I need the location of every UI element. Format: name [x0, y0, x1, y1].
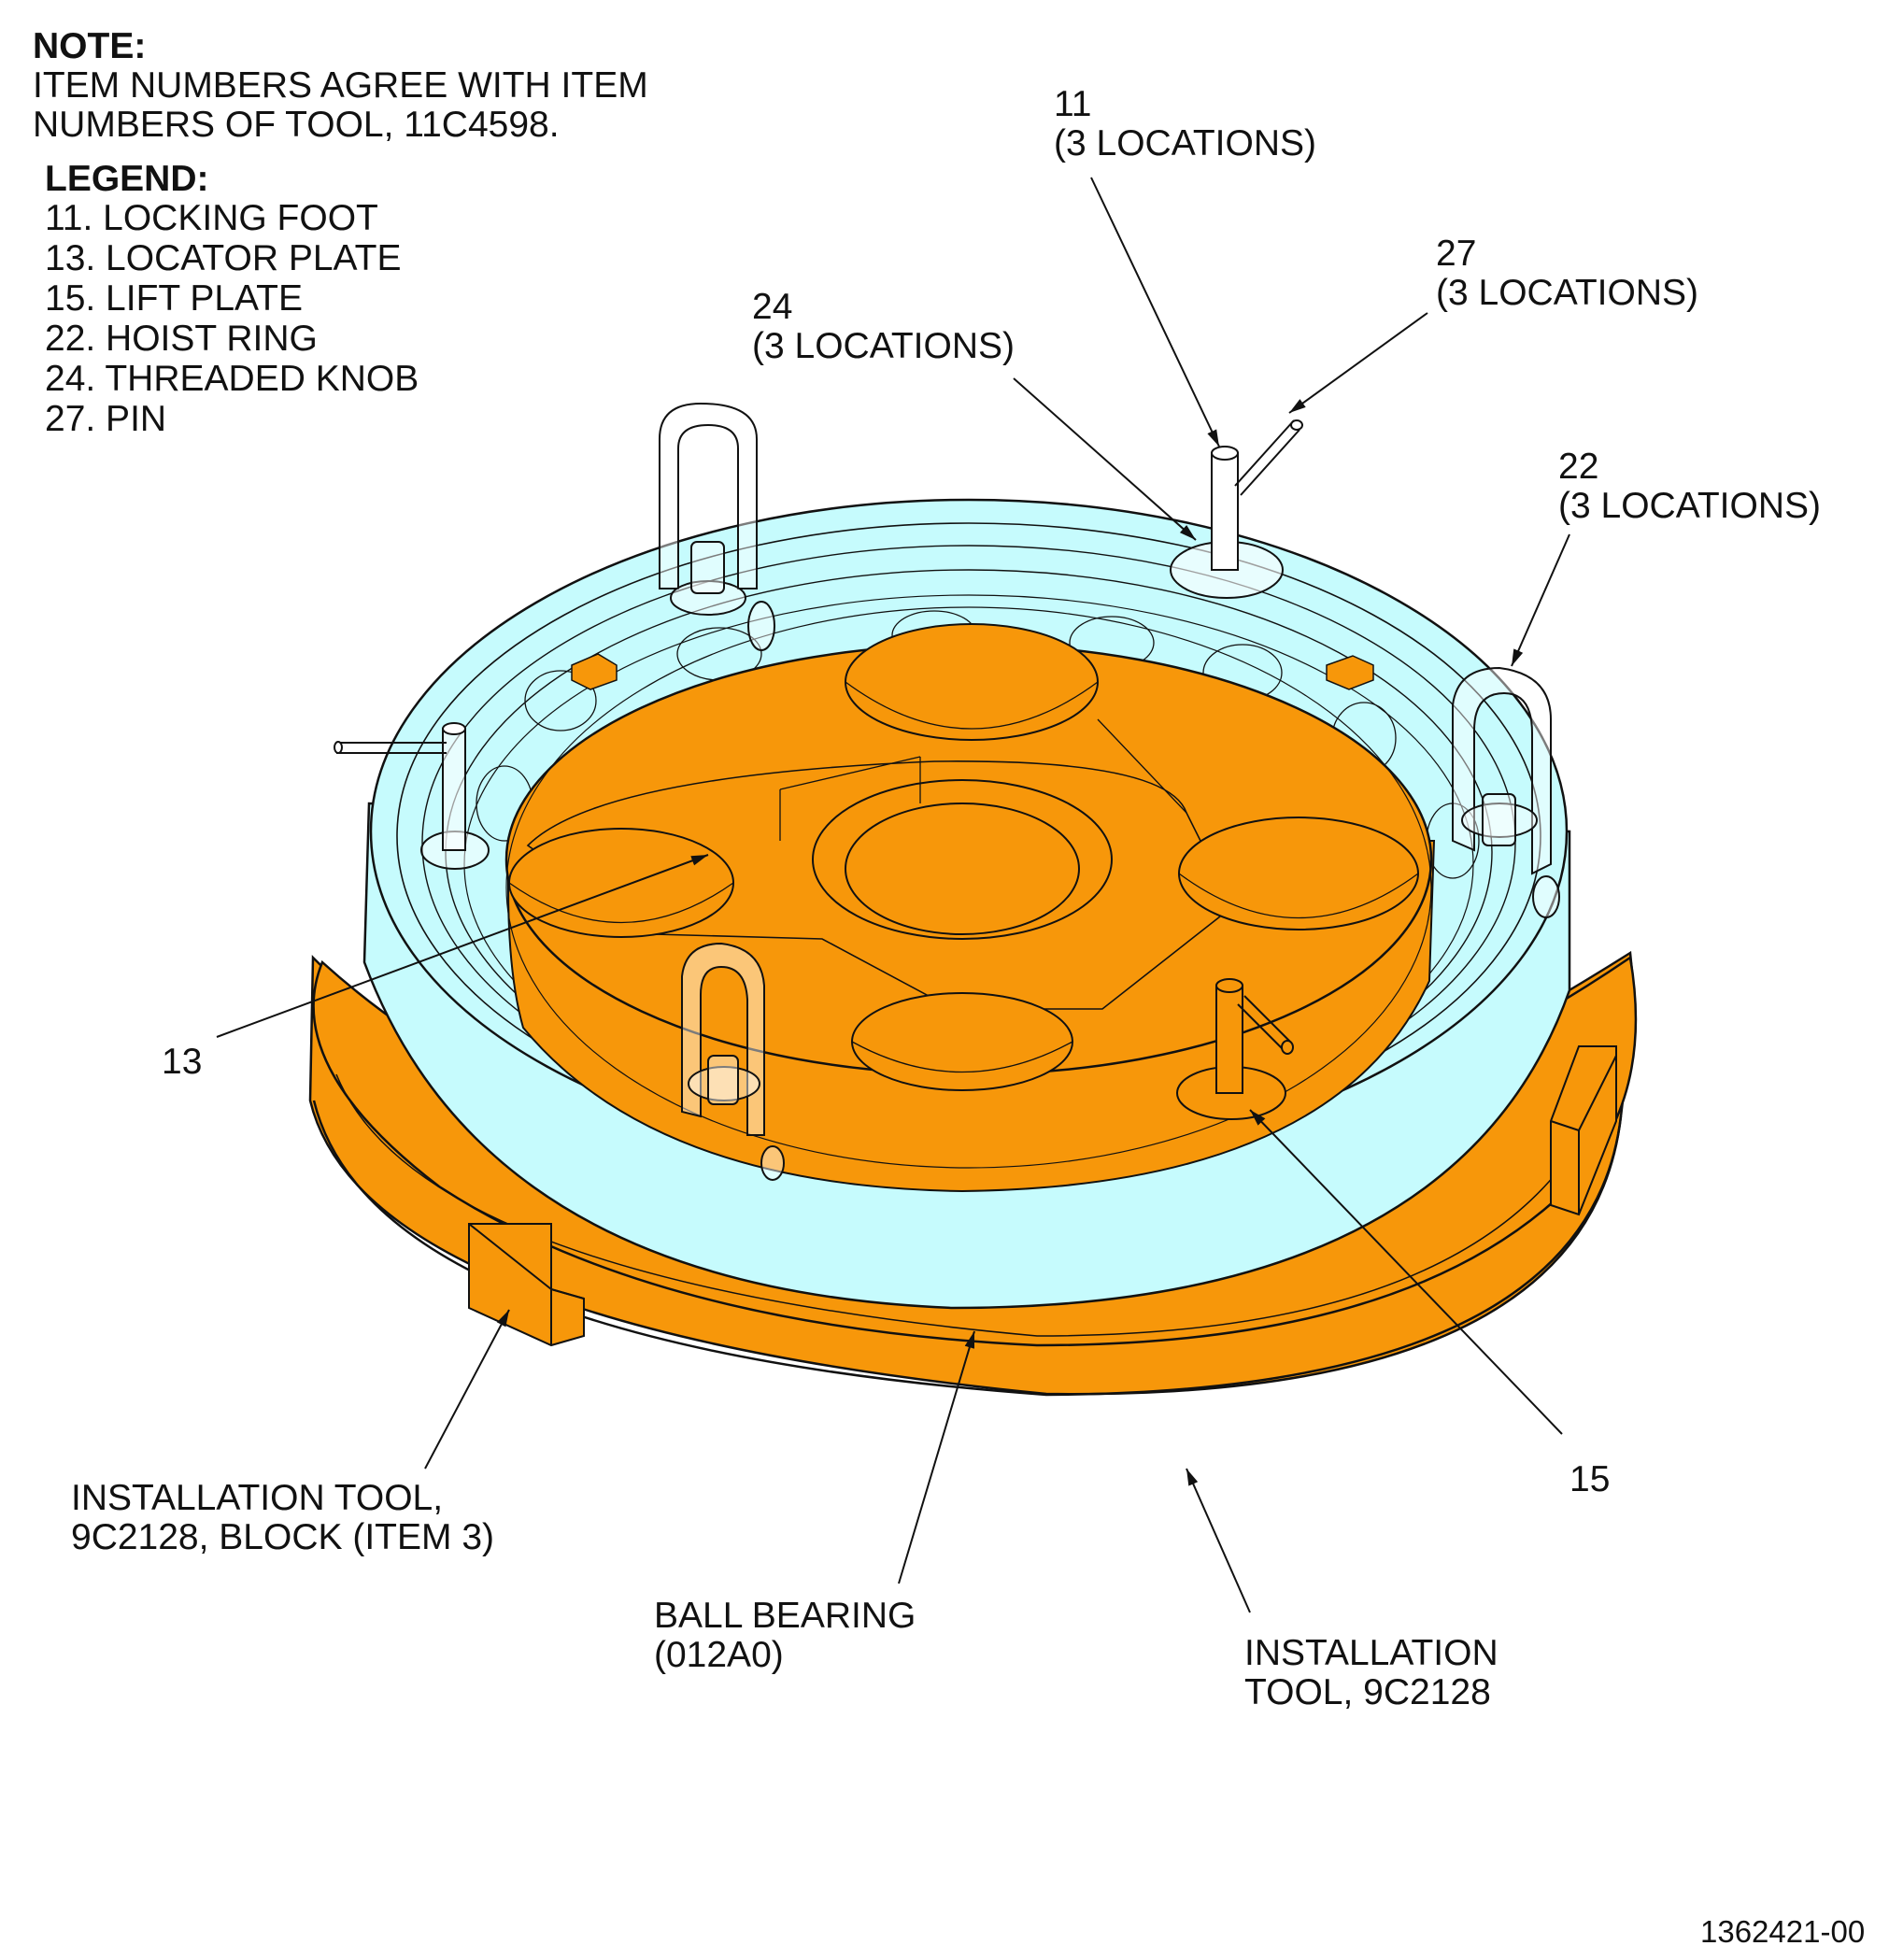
leader-24	[1013, 377, 1197, 541]
note-line-2: NUMBERS OF TOOL, 11C4598.	[33, 105, 560, 145]
block-line-2: 9C2128, BLOCK (ITEM 3)	[71, 1517, 494, 1557]
leader-block	[424, 1309, 510, 1470]
locking-foot-left	[334, 722, 490, 870]
callout-22-number: 22	[1558, 447, 1599, 487]
leader-22	[1511, 533, 1570, 667]
figure-number: 1362421-00	[1700, 1914, 1866, 1949]
legend-item-13: 13. LOCATOR PLATE	[45, 238, 402, 278]
callout-22-qty: (3 LOCATIONS)	[1558, 486, 1821, 526]
tool-line-1: INSTALLATION	[1244, 1633, 1498, 1673]
legend-item-27: 27. PIN	[45, 399, 167, 439]
callout-15: 15	[1569, 1459, 1611, 1499]
leader-bearing	[898, 1330, 975, 1584]
callout-24-number: 24	[752, 287, 793, 327]
block-line-1: INSTALLATION TOOL,	[71, 1478, 444, 1518]
callout-11-number: 11	[1054, 84, 1092, 124]
legend-list: 11. LOCKING FOOT 13. LOCATOR PLATE 15. L…	[45, 198, 419, 439]
callout-24-qty: (3 LOCATIONS)	[752, 326, 1015, 366]
leader-27	[1288, 312, 1428, 414]
legend-item-24: 24. THREADED KNOB	[45, 359, 419, 399]
locking-foot-front	[1176, 978, 1294, 1120]
lift-plate	[504, 606, 1436, 1193]
callout-13: 13	[162, 1042, 203, 1082]
legend-item-15: 15. LIFT PLATE	[45, 278, 304, 319]
leader-tool	[1186, 1468, 1251, 1613]
legend-heading: LEGEND:	[45, 159, 209, 199]
legend-item-22: 22. HOIST RING	[45, 319, 318, 359]
leader-lines	[216, 177, 1570, 1613]
hoist-ring-right	[1452, 666, 1560, 918]
leader-15	[1249, 1109, 1563, 1435]
tool-block-right	[1550, 1045, 1617, 1216]
callout-27-qty: (3 LOCATIONS)	[1436, 273, 1698, 313]
tool-line-2: TOOL, 9C2128	[1244, 1672, 1491, 1712]
callout-11-qty: (3 LOCATIONS)	[1054, 123, 1316, 163]
bearing-line-1: BALL BEARING	[654, 1596, 916, 1636]
note-heading: NOTE:	[33, 26, 147, 66]
hoist-ring-front	[681, 942, 785, 1181]
locator-plate	[526, 760, 1235, 1010]
hoist-ring-left	[659, 402, 775, 651]
legend-item-11: 11. LOCKING FOOT	[45, 198, 378, 238]
callout-27-number: 27	[1436, 234, 1477, 274]
locking-foot-back	[1170, 419, 1303, 599]
bearing-line-2: (012A0)	[654, 1635, 784, 1675]
leader-13	[216, 854, 709, 1038]
note-line-1: ITEM NUMBERS AGREE WITH ITEM	[33, 65, 648, 106]
leader-11	[1090, 177, 1220, 447]
